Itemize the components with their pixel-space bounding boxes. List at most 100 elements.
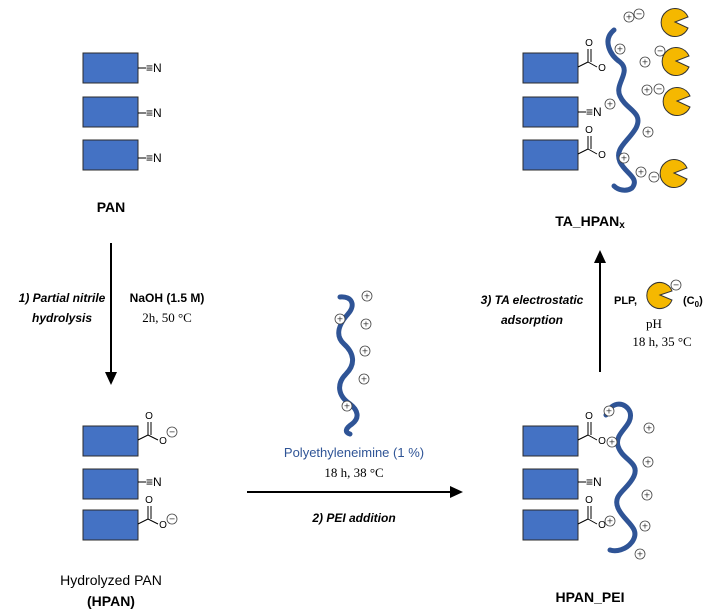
svg-text:+: + — [637, 550, 644, 559]
pei-molecule: + + + + + + — [334, 290, 373, 437]
hpan-block — [82, 468, 139, 500]
oxygen-atom: O — [585, 38, 593, 49]
svg-text:+: + — [607, 517, 614, 526]
svg-text:+: + — [645, 128, 652, 137]
hpan-label-line2: (HPAN) — [87, 593, 135, 609]
ta-hpan-label: TA_HPANx — [555, 213, 625, 231]
step3-reagent-plp: PLP, — [614, 295, 637, 307]
pan-structure: ≡N ≡N ≡N — [82, 52, 162, 171]
svg-text:+: + — [644, 491, 651, 500]
oxygen-atom: O — [159, 520, 167, 531]
hpan-structure: O O − ≡N O O − — [82, 411, 178, 541]
enzyme-icon — [660, 8, 689, 37]
positive-charge: + — [642, 456, 654, 468]
nitrile-group: ≡N — [146, 475, 162, 489]
nitrile-group: ≡N — [586, 475, 602, 489]
positive-charge: + — [603, 405, 615, 417]
oxygen-atom: O — [598, 150, 606, 161]
svg-text:+: + — [363, 320, 370, 329]
ta-hpan-block — [522, 139, 579, 171]
svg-text:+: + — [644, 86, 651, 95]
negative-charge: − — [633, 8, 645, 20]
oxygen-atom: O — [598, 520, 606, 531]
hpan-block — [82, 509, 139, 541]
step2-conditions: 18 h, 38 °C — [324, 465, 383, 480]
positive-charge: + — [358, 373, 370, 385]
svg-text:−: − — [169, 428, 176, 437]
positive-charge: + — [641, 489, 653, 501]
hpan-pei-label: HPAN_PEI — [556, 589, 625, 605]
step3-ph: pH — [646, 316, 662, 331]
svg-text:+: + — [617, 45, 624, 54]
positive-charge: + — [360, 318, 372, 330]
step2-reagent: Polyethyleneimine (1 %) — [284, 445, 424, 460]
negative-charge: − — [654, 45, 666, 57]
step2-arrowhead — [450, 486, 463, 498]
step3-name-line1: 3) TA electrostatic — [481, 293, 584, 307]
positive-charge: + — [341, 400, 353, 412]
hpan-pei-structure: O O ≡N O O + + + + + + + + — [522, 401, 655, 560]
hpan-pei-block — [522, 509, 579, 541]
svg-text:+: + — [645, 458, 652, 467]
svg-text:−: − — [656, 85, 663, 94]
step3-conditions: 18 h, 35 °C — [632, 334, 691, 349]
pan-block — [82, 139, 139, 171]
svg-text:+: + — [621, 154, 628, 163]
oxygen-atom: O — [159, 436, 167, 447]
positive-charge: + — [604, 98, 616, 110]
nitrile-group: ≡N — [146, 151, 162, 165]
positive-charge: + — [639, 56, 651, 68]
oxygen-atom: O — [598, 436, 606, 447]
positive-charge: + — [643, 422, 655, 434]
positive-charge: + — [361, 290, 373, 302]
svg-text:+: + — [626, 13, 633, 22]
hpan-pei-block — [522, 425, 579, 457]
step1-name-line2: hydrolysis — [32, 311, 92, 325]
negative-charge: − — [166, 513, 178, 525]
svg-text:+: + — [609, 438, 616, 447]
positive-charge: + — [641, 84, 653, 96]
svg-text:−: − — [657, 47, 664, 56]
hpan-label-line1: Hydrolyzed PAN — [60, 572, 162, 588]
positive-charge: + — [618, 152, 630, 164]
oxygen-atom: O — [585, 495, 593, 506]
ta-hpan-block — [522, 52, 579, 84]
svg-text:+: + — [646, 424, 653, 433]
svg-text:+: + — [337, 315, 344, 324]
step3-arrowhead — [594, 250, 606, 263]
pan-block — [82, 52, 139, 84]
positive-charge: + — [334, 313, 346, 325]
hpan-pei-block — [522, 468, 579, 500]
svg-text:+: + — [362, 347, 369, 356]
svg-text:+: + — [361, 375, 368, 384]
negative-charge: − — [166, 426, 178, 438]
pan-label: PAN — [97, 199, 126, 215]
oxygen-atom: O — [145, 411, 153, 422]
pei-chain — [605, 27, 641, 193]
negative-charge: − — [653, 83, 665, 95]
enzyme-icon — [662, 87, 691, 116]
svg-text:−: − — [636, 10, 643, 19]
nitrile-group: ≡N — [146, 106, 162, 120]
step1-reagent: NaOH (1.5 M) — [130, 291, 205, 305]
positive-charge: + — [606, 436, 618, 448]
svg-text:+: + — [638, 168, 645, 177]
svg-text:+: + — [642, 522, 649, 531]
svg-text:+: + — [364, 292, 371, 301]
enzyme-icon — [659, 159, 688, 188]
step1-arrowhead — [105, 372, 117, 385]
svg-text:+: + — [607, 100, 614, 109]
negative-charge: − — [648, 171, 660, 183]
svg-text:−: − — [673, 281, 680, 290]
positive-charge: + — [642, 126, 654, 138]
pei-chain — [603, 401, 638, 554]
oxygen-atom: O — [585, 411, 593, 422]
svg-text:+: + — [344, 402, 351, 411]
positive-charge: + — [623, 11, 635, 23]
positive-charge: + — [614, 43, 626, 55]
positive-charge: + — [634, 548, 646, 560]
oxygen-atom: O — [585, 125, 593, 136]
negative-charge: − — [670, 279, 682, 291]
svg-text:−: − — [169, 515, 176, 524]
